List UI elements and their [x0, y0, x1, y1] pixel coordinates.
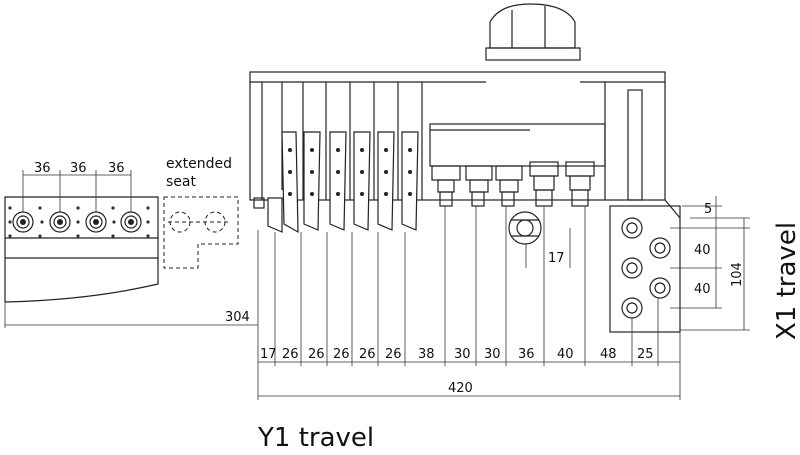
- dimension-lines: [4, 196, 750, 400]
- bottom-dim-8: 30: [454, 347, 471, 362]
- bottom-dim-1: 17: [260, 347, 277, 362]
- tool-ring-1: [12, 211, 34, 233]
- bottom-dim-9: 30: [484, 347, 501, 362]
- extended-seat: [163, 196, 239, 269]
- overall-bottom-dim: 420: [448, 381, 473, 396]
- tool-ring-2: [49, 211, 71, 233]
- extended-seat-label-1: extended: [166, 156, 232, 172]
- top-pitch-1: 36: [34, 161, 51, 176]
- bottom-dim-4: 26: [333, 347, 350, 362]
- right-dim-total: 104: [730, 262, 745, 287]
- tool-ring-4: [120, 211, 142, 233]
- overall-left-dim: 304: [225, 310, 250, 325]
- bottom-dim-6: 26: [385, 347, 402, 362]
- bottom-dim-11: 40: [557, 347, 574, 362]
- y1-travel-label: Y1 travel: [257, 423, 374, 453]
- extended-seat-label-2: seat: [166, 174, 196, 190]
- bottom-dim-12: 48: [600, 347, 617, 362]
- top-pitch-3: 36: [108, 161, 125, 176]
- turret-body: [249, 3, 681, 333]
- bottom-dim-5: 26: [359, 347, 376, 362]
- right-dim-40a: 40: [694, 243, 711, 258]
- bottom-dim-13: 25: [637, 347, 654, 362]
- center-spindle: [508, 211, 542, 245]
- top-pitch-2: 36: [70, 161, 87, 176]
- tool-blades: [267, 131, 419, 234]
- bottom-dim-10: 36: [518, 347, 535, 362]
- right-dim-40b: 40: [694, 282, 711, 297]
- center-offset-dim: 17: [548, 251, 565, 266]
- bottom-dim-3: 26: [308, 347, 325, 362]
- collet-holders: [431, 161, 595, 207]
- tool-ring-3: [85, 211, 107, 233]
- x1-travel-label: X1 travel: [772, 222, 800, 340]
- right-bracket-rings: [621, 217, 671, 319]
- bottom-dim-2: 26: [282, 347, 299, 362]
- left-tool-holder: [4, 170, 159, 303]
- right-dim-5: 5: [704, 202, 712, 217]
- bottom-dim-7: 38: [418, 347, 435, 362]
